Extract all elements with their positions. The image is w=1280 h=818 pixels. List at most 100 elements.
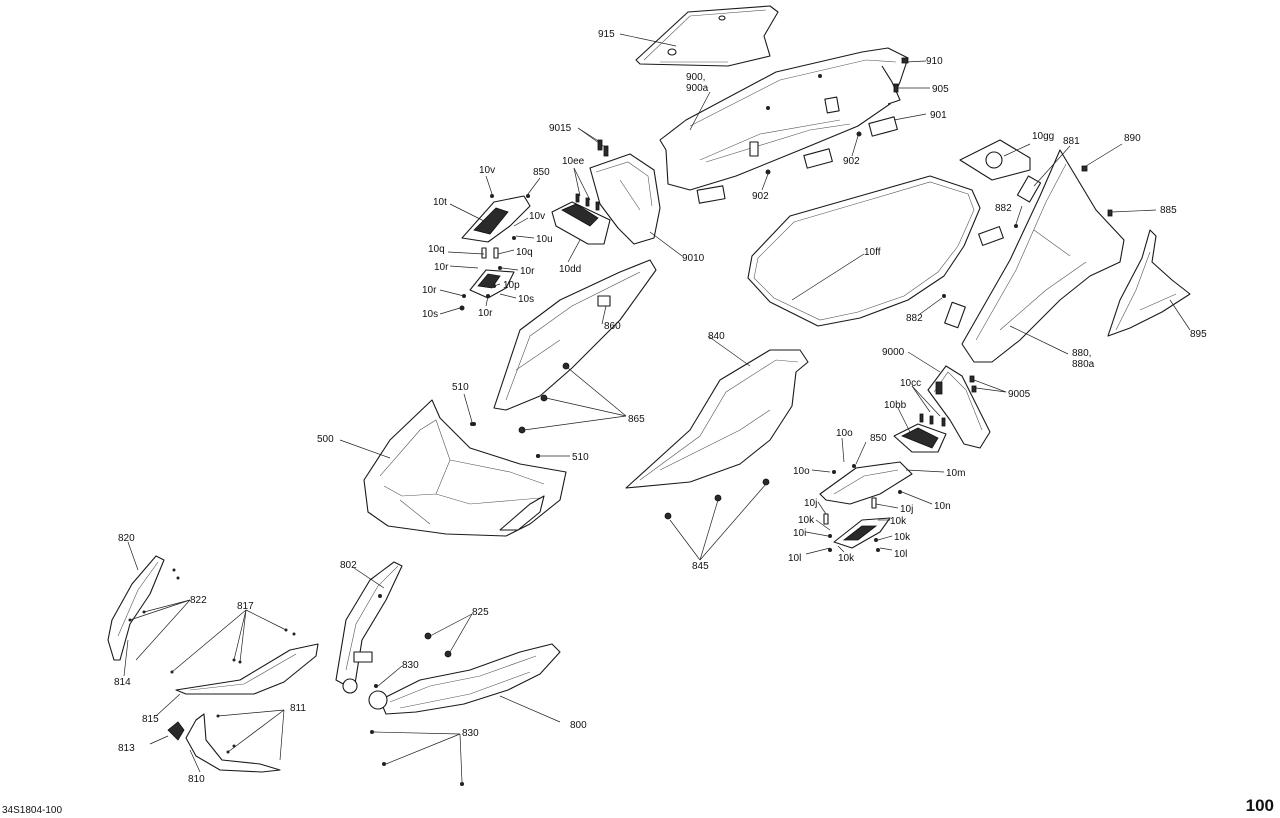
callout-10q-a: 10q: [428, 244, 445, 255]
callout-882-b: 882: [906, 313, 923, 324]
part-10p-bracket: [459, 266, 515, 311]
callout-10m: 10m: [946, 468, 965, 479]
callout-10o-b: 10o: [793, 466, 810, 477]
callout-845: 845: [692, 561, 709, 572]
callout-915: 915: [598, 29, 615, 40]
callout-830-a: 830: [402, 660, 419, 671]
leader-lines: [123, 33, 1191, 783]
part-802-trim: [335, 561, 403, 691]
callout-820: 820: [118, 533, 135, 544]
callout-802: 802: [340, 560, 357, 571]
callout-10s-b: 10s: [422, 309, 438, 320]
callout-882-a: 882: [995, 203, 1012, 214]
callout-825: 825: [472, 607, 489, 618]
callout-10i: 10i: [793, 528, 806, 539]
callout-10r-c: 10r: [422, 285, 437, 296]
callout-811: 811: [290, 703, 306, 714]
part-510-fasteners: [470, 422, 540, 458]
callout-850-a: 850: [533, 167, 550, 178]
part-9000-console: [927, 365, 991, 449]
callout-10r-a: 10r: [434, 262, 449, 273]
callout-10r-d: 10r: [478, 308, 493, 319]
part-10ff-seal: [747, 175, 981, 327]
callout-910: 910: [926, 56, 943, 67]
part-820-trim: [107, 555, 180, 661]
part-10dd-bracket: [551, 193, 611, 245]
callout-10o-a: 10o: [836, 428, 853, 439]
callout-10j-a: 10j: [804, 498, 817, 509]
part-880-side-body: [942, 149, 1125, 363]
callout-10k-c: 10k: [894, 532, 911, 543]
callout-10l-a: 10l: [788, 553, 801, 564]
callout-810: 810: [188, 774, 205, 785]
callout-800: 800: [570, 720, 587, 731]
callout-890: 890: [1124, 133, 1141, 144]
callout-901: 901: [930, 110, 947, 121]
callout-10ff: 10ff: [864, 247, 881, 258]
callout-10v-b: 10v: [529, 211, 545, 222]
callout-822: 822: [190, 595, 207, 606]
callout-895: 895: [1190, 329, 1207, 340]
part-901-pads: [696, 116, 898, 204]
callout-10u: 10u: [536, 234, 553, 245]
callout-510-a: 510: [452, 382, 469, 393]
callout-10n: 10n: [934, 501, 951, 512]
callout-10ee: 10ee: [562, 156, 585, 167]
callout-10t: 10t: [433, 197, 447, 208]
callout-881: 881: [1063, 136, 1080, 147]
part-915-visor: [635, 5, 779, 67]
part-10t-bracket: [461, 194, 531, 259]
part-800-bumper: [342, 632, 561, 786]
callout-815: 815: [142, 714, 159, 725]
callout-902-b: 902: [752, 191, 769, 202]
callout-880: 880,: [1072, 348, 1091, 359]
callout-10gg: 10gg: [1032, 131, 1054, 142]
callout-10cc: 10cc: [900, 378, 921, 389]
callout-885: 885: [1160, 205, 1177, 216]
callout-10dd: 10dd: [559, 264, 581, 275]
callout-10v-a: 10v: [479, 165, 495, 176]
callout-9015: 9015: [549, 123, 572, 134]
part-10k-bracket: [828, 517, 891, 552]
callout-814: 814: [114, 677, 131, 688]
callout-510-b: 510: [572, 452, 589, 463]
callout-10l-b: 10l: [894, 549, 907, 560]
callout-905: 905: [932, 84, 949, 95]
callout-9005: 9005: [1008, 389, 1031, 400]
callout-813: 813: [118, 743, 135, 754]
part-840-side-panel: [625, 349, 809, 520]
callout-10s-a: 10s: [518, 294, 534, 305]
part-10bb-bracket: [893, 413, 947, 453]
callout-10k-a: 10k: [798, 515, 815, 526]
part-10m-bracket: [819, 461, 913, 525]
callout-10p: 10p: [503, 280, 520, 291]
callout-840: 840: [708, 331, 725, 342]
part-860-side-rail: [493, 259, 657, 411]
callout-10q-b: 10q: [516, 247, 533, 258]
part-10gg-plate: [959, 139, 1031, 181]
callout-900a: 900a: [686, 83, 709, 94]
callout-860: 860: [604, 321, 621, 332]
callout-830-b: 830: [462, 728, 479, 739]
part-9010-console: [589, 139, 661, 245]
callout-850-b: 850: [870, 433, 887, 444]
callout-9010: 9010: [682, 253, 705, 264]
page-number: 100: [1245, 796, 1274, 815]
document-code: 34S1804-100: [2, 805, 63, 816]
callout-880a: 880a: [1072, 359, 1095, 370]
part-815-strip: [170, 628, 319, 695]
callout-10k-b: 10k: [890, 516, 907, 527]
callout-902-a: 902: [843, 156, 860, 167]
callout-10k-d: 10k: [838, 553, 855, 564]
callout-500: 500: [317, 434, 334, 445]
callout-10r-b: 10r: [520, 266, 535, 277]
callout-10bb: 10bb: [884, 400, 907, 411]
callout-817: 817: [237, 601, 254, 612]
callout-labels: 915 910 900, 900a 905 901 9015 902 902 1…: [114, 29, 1207, 785]
part-910-905-hardware: [765, 57, 909, 175]
part-895-fairing: [1107, 229, 1191, 337]
callout-9000: 9000: [882, 347, 905, 358]
part-900-upper-panel: [659, 47, 909, 191]
part-810-trim: [167, 713, 281, 773]
